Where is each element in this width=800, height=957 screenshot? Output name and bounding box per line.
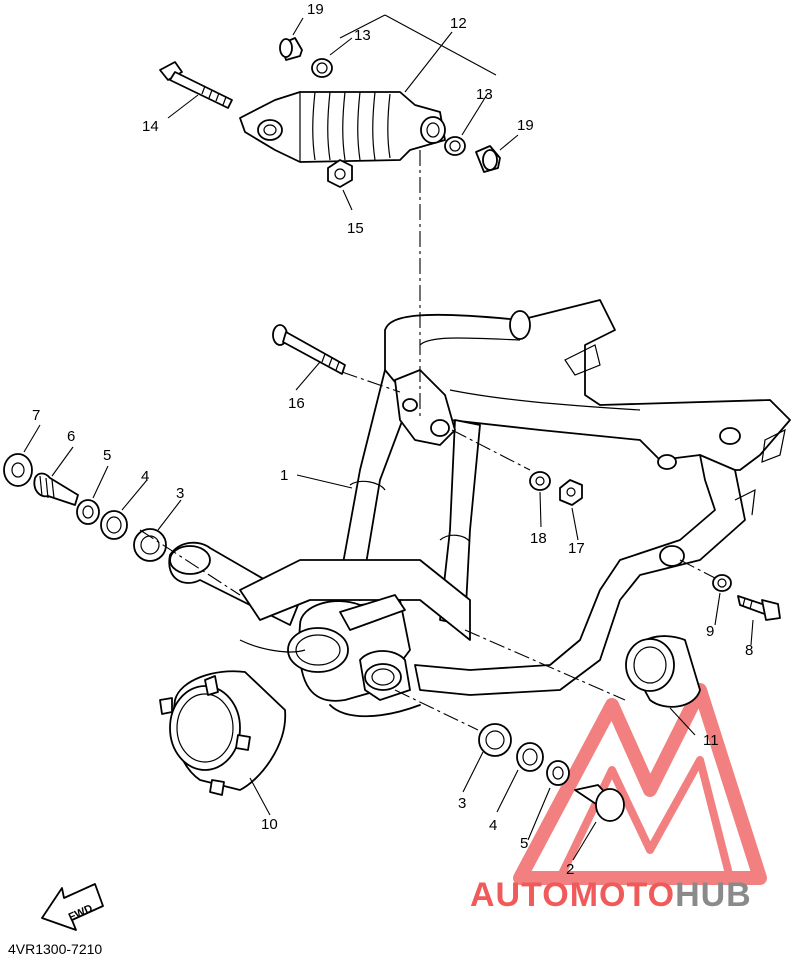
collar-19-top [279, 37, 303, 61]
nut-7 [3, 453, 33, 487]
shaft-2 [574, 784, 625, 822]
watermark-triangle-logo [513, 683, 767, 885]
callout-13-top: 13 [354, 27, 371, 44]
seal-4-left [100, 510, 128, 540]
callout-16: 16 [288, 395, 305, 412]
leader-lines [23, 14, 754, 861]
callout-19-right: 19 [517, 117, 534, 134]
callout-8: 8 [745, 642, 753, 659]
nut-17 [559, 479, 583, 506]
shaft-6 [33, 472, 79, 506]
callout-9: 9 [706, 623, 714, 640]
callout-17: 17 [568, 540, 585, 557]
seal-4-right [516, 742, 544, 772]
callout-10: 10 [261, 816, 278, 833]
callout-3-right: 3 [458, 795, 466, 812]
fwd-arrow-icon: FWD [41, 883, 104, 931]
callout-5-left: 5 [103, 447, 111, 464]
bushing-13-right [444, 136, 466, 156]
callout-1: 1 [280, 467, 288, 484]
callout-12: 12 [450, 15, 467, 32]
callout-6: 6 [67, 428, 75, 445]
callout-19-top: 19 [307, 1, 324, 18]
callout-14: 14 [142, 118, 159, 135]
callout-11: 11 [703, 732, 719, 749]
collar-19-right [475, 145, 501, 173]
callout-4-left: 4 [141, 468, 149, 485]
svg-text:AUTOMOTOHUB: AUTOMOTOHUB [470, 876, 752, 914]
washer-9 [712, 574, 732, 592]
bolt-16 [272, 324, 346, 375]
bolt-14 [159, 61, 233, 109]
callout-13-right: 13 [476, 86, 493, 103]
callout-labels: 1 2 3 3 4 4 5 5 6 7 8 9 10 11 12 13 13 1… [32, 1, 753, 878]
callout-5-right: 5 [520, 835, 528, 852]
swingarm-assembly [168, 541, 471, 718]
watermark-part2: HUB [675, 876, 752, 914]
callout-4-right: 4 [489, 817, 497, 834]
watermark-brand: AUTOMOTOHUB [470, 876, 752, 914]
cover-11 [625, 635, 701, 708]
frame [339, 299, 791, 696]
cover-10 [159, 670, 286, 796]
washer-5-right [546, 760, 570, 786]
callout-7: 7 [32, 407, 40, 424]
washer-5-left [76, 499, 100, 525]
rear-shock-absorber [239, 91, 446, 163]
callout-15: 15 [347, 220, 364, 237]
bearing-3-right [478, 723, 512, 757]
watermark-part1: AUTOMOTO [470, 876, 675, 914]
nut-15 [327, 159, 353, 188]
bearing-3-left [133, 528, 167, 562]
diagram-code: 4VR1300-7210 [8, 941, 102, 957]
callout-3-left: 3 [176, 485, 184, 502]
callout-18: 18 [530, 530, 547, 547]
washer-18 [529, 471, 551, 491]
bushing-13-top [311, 58, 333, 78]
callout-2: 2 [566, 861, 574, 878]
bolt-8 [737, 595, 781, 621]
